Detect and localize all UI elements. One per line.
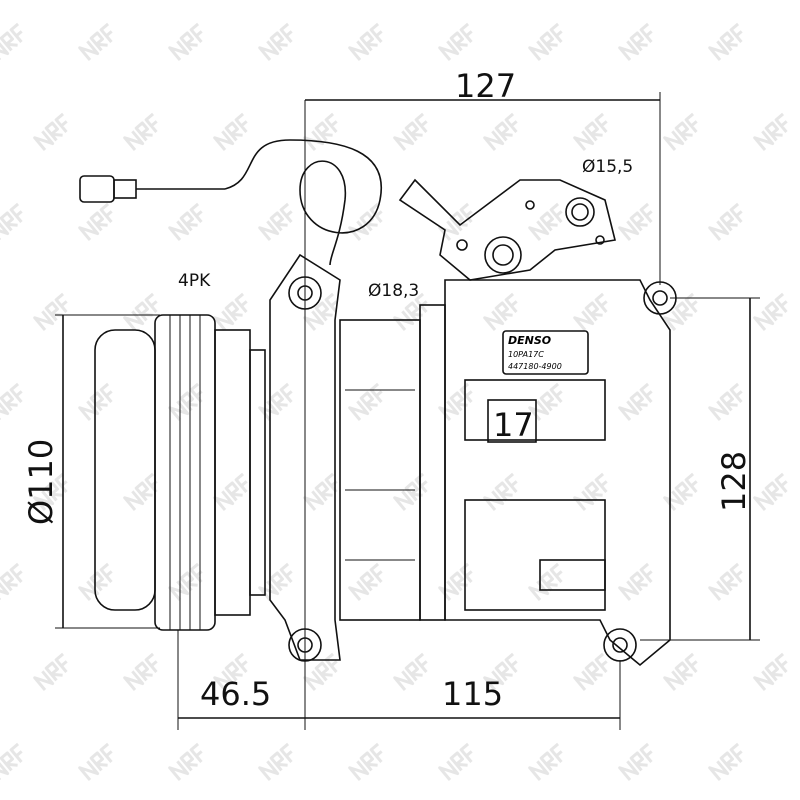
pulley: [94, 314, 266, 631]
watermark-logo: [483, 472, 518, 511]
watermark-logo: [213, 292, 248, 331]
watermark-logo: [393, 472, 428, 511]
watermark-logo: [708, 22, 743, 61]
watermark-logo: [213, 652, 248, 691]
dim-mount-spacing: 115: [442, 675, 503, 713]
watermark-logo: [168, 742, 203, 781]
watermark-logo: [258, 562, 293, 601]
watermark-logo: [348, 562, 383, 601]
watermark-logo: [618, 382, 653, 421]
watermark-logo: [123, 652, 158, 691]
watermark-logo: [258, 202, 293, 241]
watermark-logo: [573, 292, 608, 331]
watermark-logo: [663, 472, 698, 511]
watermark-logo: [483, 112, 518, 151]
watermark-logo: [348, 202, 383, 241]
detail-number: 17: [493, 406, 534, 444]
watermark-logo: [78, 22, 113, 61]
watermark-logo: [168, 22, 203, 61]
nameplate-brand: DENSO: [508, 334, 551, 347]
watermark-logo: [663, 292, 698, 331]
watermark-logo: [753, 112, 788, 151]
dim-width-top: 127: [455, 67, 516, 105]
watermark-logo: [438, 202, 473, 241]
watermark-logo: [483, 292, 518, 331]
compressor-body: [269, 178, 677, 667]
watermark-layer: [0, 22, 788, 781]
watermark-logo: [168, 382, 203, 421]
watermark-logo: [753, 652, 788, 691]
watermark-logo: [528, 742, 563, 781]
watermark-logo: [708, 202, 743, 241]
watermark-logo: [258, 382, 293, 421]
watermark-logo: [348, 742, 383, 781]
watermark-logo: [618, 22, 653, 61]
watermark-logo: [33, 112, 68, 151]
watermark-logo: [303, 292, 338, 331]
dim-hole-small: Ø15,5: [582, 157, 633, 177]
watermark-logo: [663, 112, 698, 151]
watermark-logo: [0, 202, 23, 241]
watermark-logo: [618, 202, 653, 241]
watermark-logo: [573, 112, 608, 151]
watermark-logo: [438, 22, 473, 61]
watermark-logo: [0, 382, 23, 421]
watermark-logo: [528, 22, 563, 61]
watermark-logo: [393, 112, 428, 151]
dimension-lines: [55, 92, 760, 730]
watermark-logo: [78, 382, 113, 421]
watermark-logo: [528, 202, 563, 241]
dim-hole-large: Ø18,3: [368, 281, 419, 301]
watermark-logo: [78, 562, 113, 601]
watermark-logo: [123, 112, 158, 151]
watermark-logo: [348, 382, 383, 421]
watermark-logo: [393, 652, 428, 691]
watermark-logo: [168, 562, 203, 601]
dim-height: 128: [715, 451, 753, 512]
watermark-logo: [78, 742, 113, 781]
watermark-logo: [123, 472, 158, 511]
watermark-logo: [123, 292, 158, 331]
watermark-logo: [753, 292, 788, 331]
watermark-logo: [708, 562, 743, 601]
watermark-logo: [213, 472, 248, 511]
watermark-logo: [528, 562, 563, 601]
watermark-logo: [303, 652, 338, 691]
dim-pulley-offset: 46.5: [200, 675, 271, 713]
watermark-logo: [0, 22, 23, 61]
watermark-logo: [438, 382, 473, 421]
watermark-logo: [528, 382, 563, 421]
electrical-connector: [79, 139, 383, 266]
belt-type: 4PK: [178, 271, 211, 291]
watermark-logo: [618, 562, 653, 601]
watermark-logo: [33, 292, 68, 331]
watermark-logo: [348, 22, 383, 61]
watermark-logo: [483, 652, 518, 691]
nameplate-part-number: 447180-4900: [508, 362, 562, 371]
nameplate: DENSO 10PA17C 447180-4900: [502, 330, 589, 375]
watermark-logo: [753, 472, 788, 511]
nameplate-model: 10PA17C: [508, 350, 544, 359]
watermark-logo: [708, 382, 743, 421]
watermark-logo: [258, 22, 293, 61]
watermark-logo: [33, 652, 68, 691]
watermark-logo: [168, 202, 203, 241]
watermark-logo: [0, 742, 23, 781]
watermark-logo: [708, 742, 743, 781]
watermark-logo: [663, 652, 698, 691]
watermark-logo: [258, 742, 293, 781]
watermark-logo: [78, 202, 113, 241]
watermark-logo: [213, 112, 248, 151]
watermark-logo: [438, 742, 473, 781]
watermark-logo: [303, 472, 338, 511]
watermark-logo: [618, 742, 653, 781]
dim-pulley-diameter: Ø110: [22, 439, 60, 525]
watermark-logo: [0, 562, 23, 601]
watermark-logo: [33, 472, 68, 511]
watermark-logo: [573, 652, 608, 691]
watermark-logo: [573, 472, 608, 511]
watermark-logo: [438, 562, 473, 601]
